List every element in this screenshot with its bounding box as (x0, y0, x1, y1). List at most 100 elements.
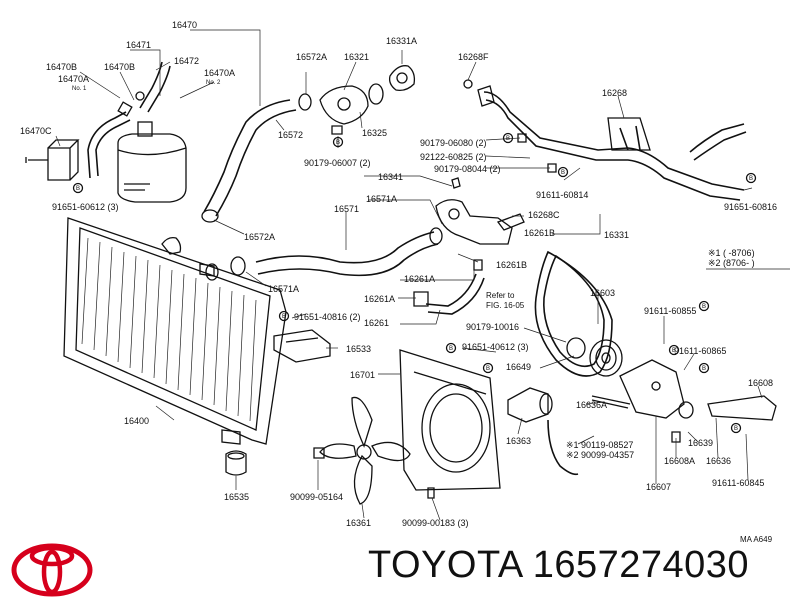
part-label: 16470A (58, 74, 89, 84)
badge-b: B (745, 172, 757, 184)
part-label: 91651-40612 (3) (462, 342, 529, 352)
part-label: 16571A (366, 194, 397, 204)
part-label: 16471 (126, 40, 151, 50)
leader-lines (55, 29, 763, 521)
part-label: 90179-10016 (466, 322, 519, 332)
part-label: 16321 (344, 52, 369, 62)
part-label: 90179-06007 (2) (304, 158, 371, 168)
part-label: 16261B (496, 260, 527, 270)
badge-b: B (332, 136, 344, 148)
badge-b: B (502, 132, 514, 144)
brand-part-title: TOYOTA 1657274030 (368, 544, 749, 587)
part-label: 16639 (688, 438, 713, 448)
part-label: 16535 (224, 492, 249, 502)
part-label: 16268F (458, 52, 489, 62)
part-label: 16572A (244, 232, 275, 242)
part-label: 92122-60825 (2) (420, 152, 487, 162)
gasket (463, 79, 473, 89)
toyota-logo (11, 543, 93, 597)
screw (427, 487, 435, 499)
part-label: 16470B (104, 62, 135, 72)
legend: ※1 ( -8706) ※2 (8706- ) (706, 248, 790, 270)
part-label: 91651-60612 (3) (52, 202, 119, 212)
part-label: 16607 (646, 482, 671, 492)
svg-text:B: B (734, 426, 738, 432)
part-label: 16603 (590, 288, 615, 298)
part-label: 16572A (296, 52, 327, 62)
hose-clamp (201, 93, 312, 223)
radiator-support-cushion (225, 450, 247, 476)
part-label: 16268C (528, 210, 560, 220)
part-label: 16268 (602, 88, 627, 98)
part-label: 16608A (664, 456, 695, 466)
part-label: 16400 (124, 416, 149, 426)
part-label: 91611-60845 (712, 478, 764, 488)
badge-b: B (445, 342, 457, 354)
reservoir-tank (117, 61, 187, 203)
svg-text:B: B (749, 176, 753, 182)
svg-text:B: B (449, 346, 453, 352)
part-label: 16636A (576, 400, 607, 410)
upper-radiator-hose (203, 99, 297, 217)
refer-note: Refer to FIG. 16-05 (486, 291, 525, 310)
radiator (63, 217, 287, 445)
badge-b: B (730, 422, 742, 434)
part-label: 16261A (404, 274, 435, 284)
legend-row: ※1 ( -8706) (708, 248, 755, 258)
part-label: 91611-60814 (536, 190, 588, 200)
lower-radiator-hose (205, 231, 439, 281)
badge-b: B (482, 362, 494, 374)
water-outlet (319, 65, 416, 135)
brand-name: TOYOTA (368, 544, 522, 586)
part-label: 16325 (362, 128, 387, 138)
part-label: 91651-60816 (724, 202, 777, 212)
figure-reference: MA A649 (740, 535, 773, 544)
part-label-note: No. 1 (72, 86, 87, 92)
part-label: 16472 (174, 56, 199, 66)
badge-b: B (278, 310, 290, 322)
legend-row: ※2 (8706- ) (708, 258, 755, 268)
part-label: 91611-60865 (674, 346, 726, 356)
badge-b: B (668, 344, 680, 356)
reservoir-bracket (25, 139, 80, 181)
part-label: 16636 (706, 456, 731, 466)
fan-shroud (399, 349, 501, 491)
fan-motor (507, 387, 579, 476)
part-label: 16261 (364, 318, 389, 328)
svg-text:B: B (702, 304, 706, 310)
idler-arm (671, 395, 777, 443)
fan-pulley (566, 337, 623, 377)
part-label: 16331 (604, 230, 629, 240)
part-label: 16649 (506, 362, 531, 372)
badge-b: B (557, 166, 569, 178)
cooling-fan (313, 396, 411, 505)
drive-belt (534, 250, 613, 377)
part-label: 16261A (364, 294, 395, 304)
svg-text:B: B (561, 170, 565, 176)
part-label: 16571A (268, 284, 299, 294)
svg-text:FIG. 16-05: FIG. 16-05 (486, 301, 525, 310)
part-label: 90099-00183 (3) (402, 518, 469, 528)
svg-text:Refer to: Refer to (486, 291, 515, 300)
part-label: 16470B (46, 62, 77, 72)
part-label: 90099-05164 (290, 492, 343, 502)
part-label-note: No. 2 (206, 80, 221, 86)
water-bypass-pipe (477, 85, 747, 201)
reservoir-hose (87, 101, 133, 179)
part-label: 16470 (172, 20, 197, 30)
part-label: 16533 (346, 344, 371, 354)
badge-b: B (698, 300, 710, 312)
part-label: 16470C (20, 126, 52, 136)
bolt (517, 133, 557, 173)
part-label: 16361 (346, 518, 371, 528)
part-label: 91611-60855 (644, 306, 696, 316)
part-label: 16701 (350, 370, 375, 380)
part-label: 16572 (278, 130, 303, 140)
part-label: 16571 (334, 204, 359, 214)
svg-text:B: B (702, 366, 706, 372)
part-number: 1657274030 (532, 544, 750, 586)
badge-b: B (72, 182, 84, 194)
svg-text:B: B (486, 366, 490, 372)
part-label: 91651-40816 (2) (294, 312, 361, 322)
